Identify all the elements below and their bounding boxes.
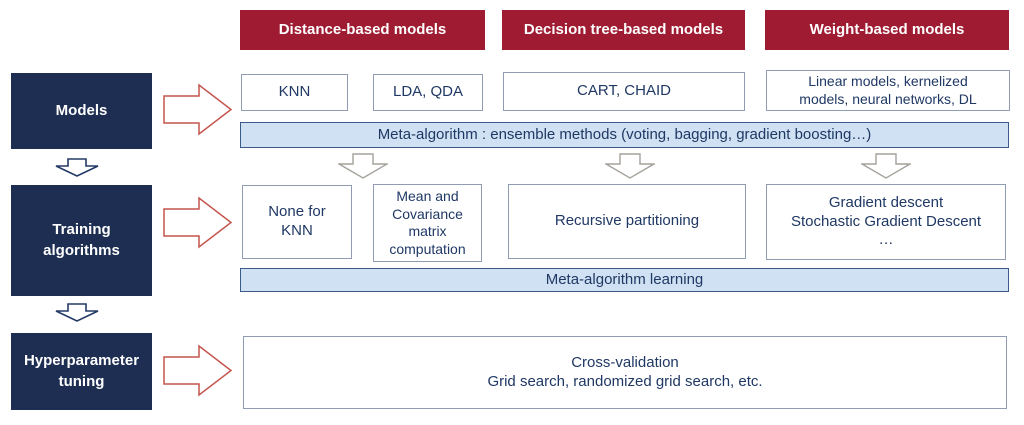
header-weight-based-models: Weight-based models <box>765 10 1009 50</box>
header-distance-based-models: Distance-based models <box>240 10 485 50</box>
tuning-box-cross-validation: Cross-validation Grid search, randomized… <box>243 336 1007 409</box>
training-box-mean-covariance: Mean and Covariance matrix computation <box>373 184 482 262</box>
stage-hyperparameter-tuning: Hyperparameter tuning <box>11 333 152 410</box>
stage-models: Models <box>11 73 152 149</box>
down-arrow-icon <box>605 153 655 179</box>
training-box-gradient-descent: Gradient descent Stochastic Gradient Des… <box>766 184 1006 260</box>
model-box-cart-chaid: CART, CHAID <box>503 72 745 111</box>
training-box-none-for-knn: None for KNN <box>242 185 352 259</box>
meta-algorithm-ensemble-bar: Meta-algorithm : ensemble methods (votin… <box>240 122 1009 148</box>
training-box-recursive-partitioning: Recursive partitioning <box>508 184 746 259</box>
down-arrow-icon <box>338 153 388 179</box>
model-box-linear-kernelized-nn-dl: Linear models, kernelized models, neural… <box>766 70 1010 111</box>
stage-training-algorithms: Training algorithms <box>11 185 152 296</box>
model-box-lda-qda: LDA, QDA <box>373 74 483 111</box>
right-arrow-icon <box>163 83 233 136</box>
down-arrow-icon <box>55 303 99 322</box>
model-box-knn: KNN <box>241 74 348 111</box>
right-arrow-icon <box>163 344 233 397</box>
header-decision-tree-based-models: Decision tree-based models <box>502 10 745 50</box>
down-arrow-icon <box>55 158 99 177</box>
right-arrow-icon <box>163 196 233 249</box>
down-arrow-icon <box>861 153 911 179</box>
meta-algorithm-learning-bar: Meta-algorithm learning <box>240 268 1009 292</box>
